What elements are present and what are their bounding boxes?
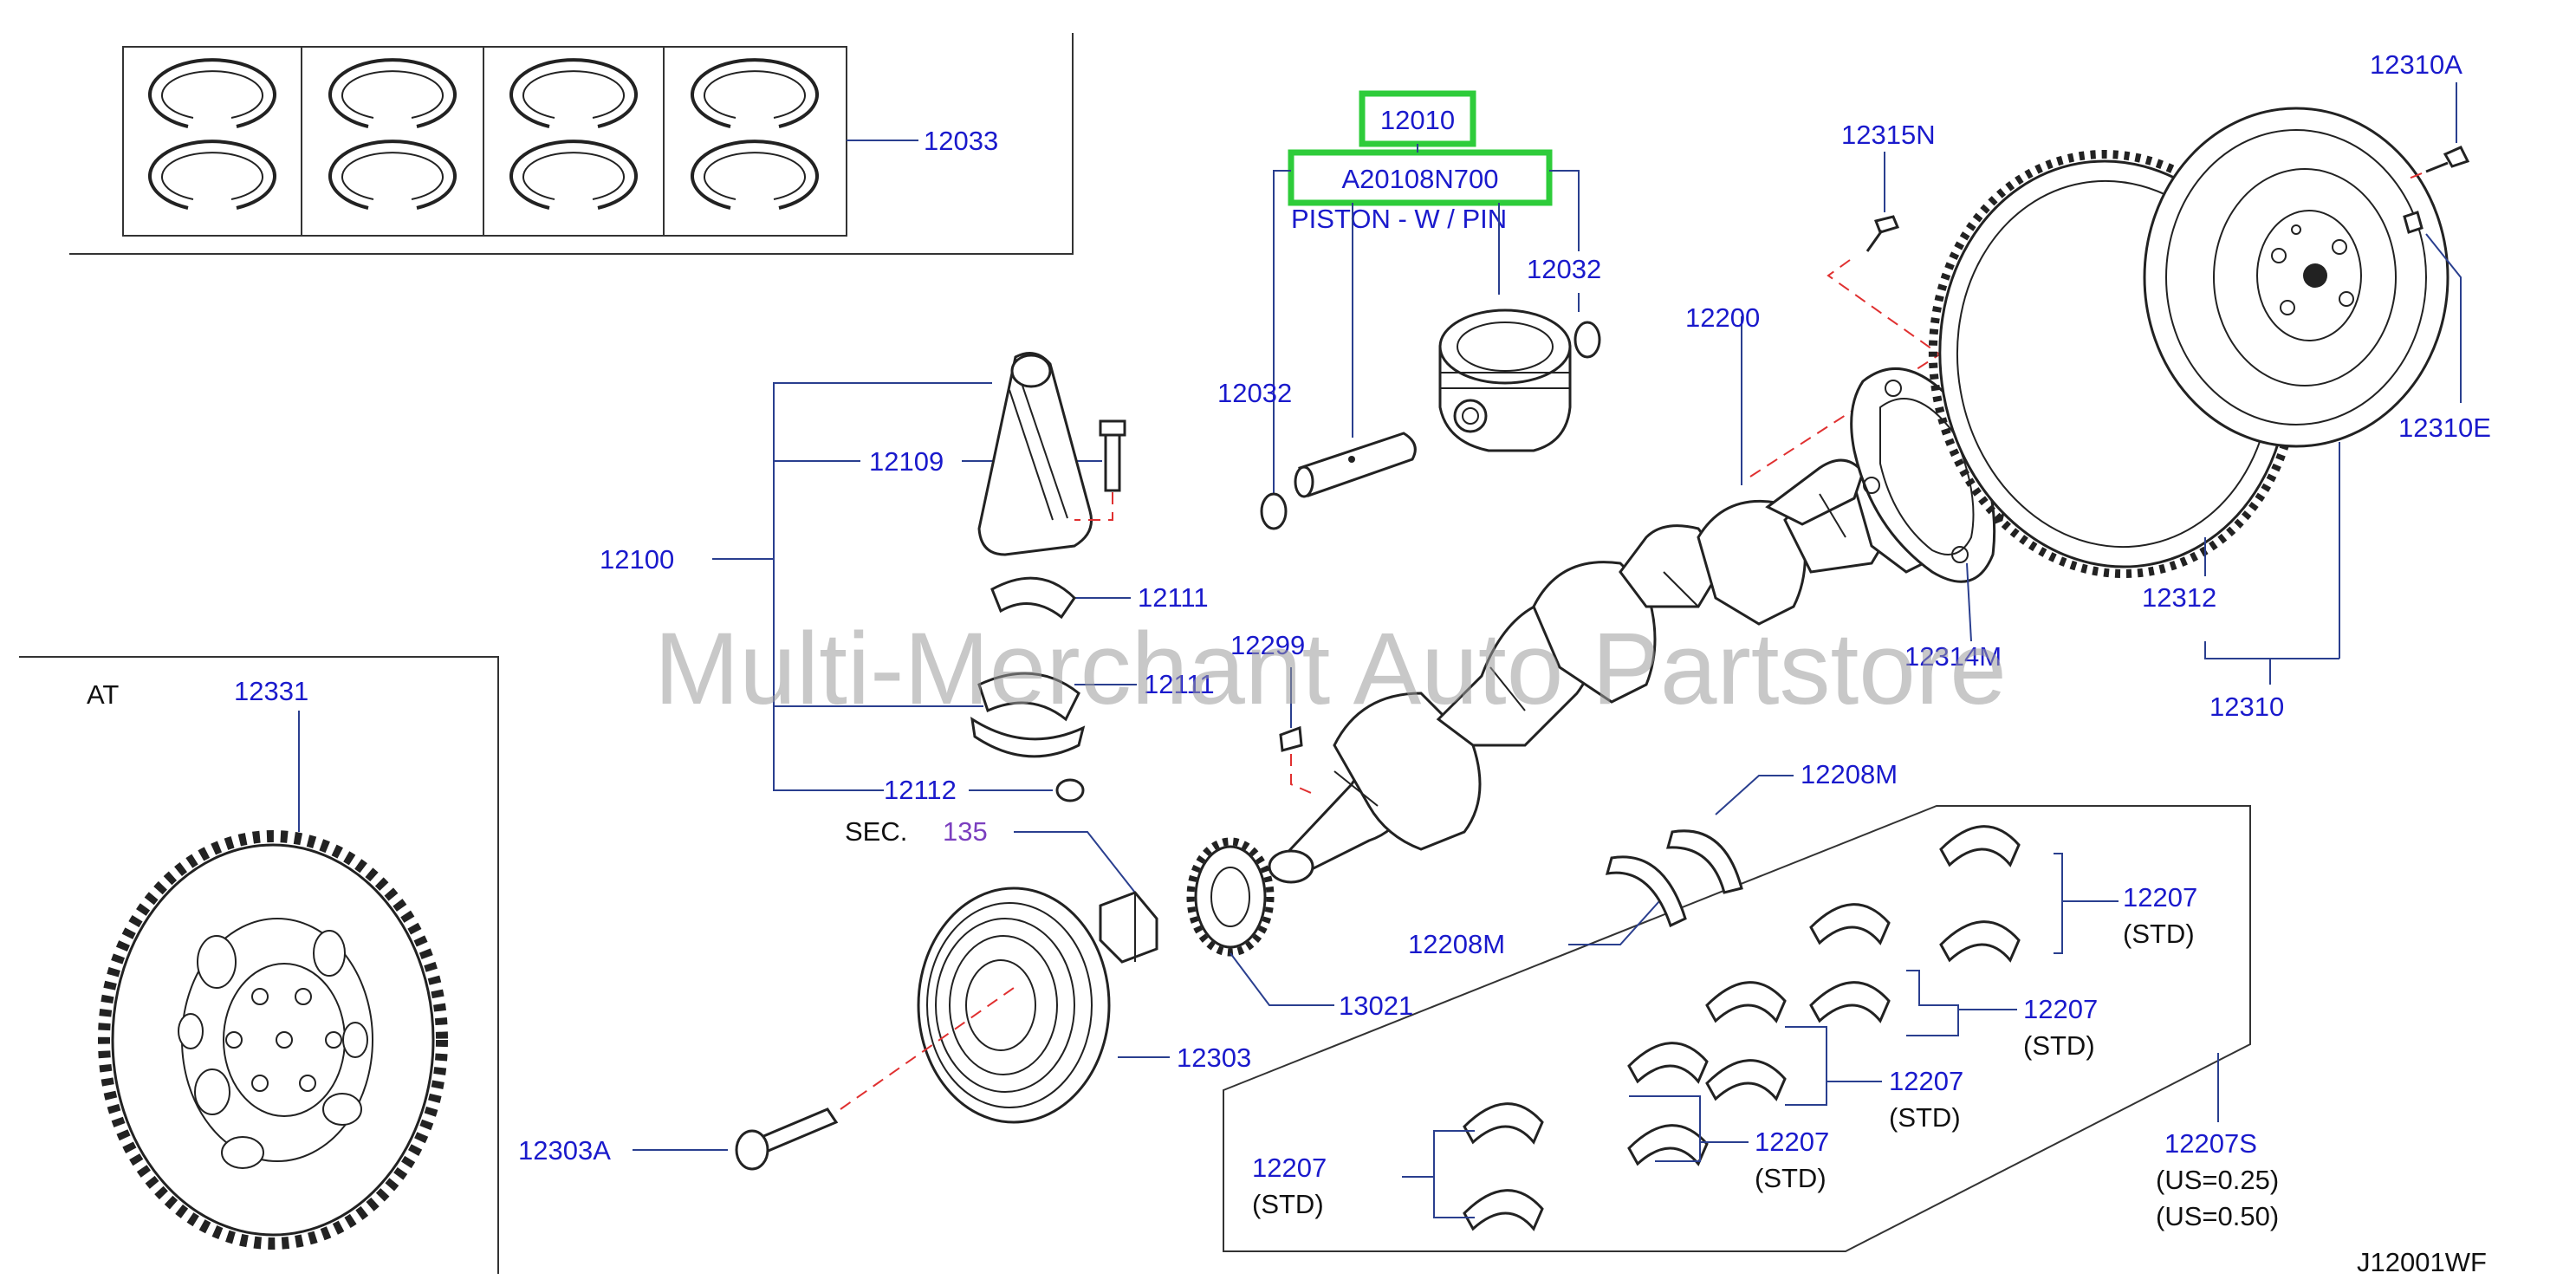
part-number-12010[interactable]: 12010 xyxy=(1380,105,1455,135)
watermark: Multi-Merchant Auto Partstore xyxy=(654,612,2007,726)
front-end-group: SEC. 135 13021 12303 12303A xyxy=(518,816,1413,1171)
label-12032-right[interactable]: 12032 xyxy=(1527,254,1601,284)
note-std-3: (STD) xyxy=(1889,1102,1961,1133)
main-bearings-group: 12208M 12208M 12207 (STD) 12207 (STD) 12… xyxy=(1223,759,2279,1252)
flywheel-fasteners: 12310A 12310E xyxy=(2370,49,2491,443)
label-12033[interactable]: 12033 xyxy=(924,126,998,156)
note-std-5: (STD) xyxy=(1252,1189,1324,1219)
bearing-shell xyxy=(1705,981,1787,1023)
note-std-2: (STD) xyxy=(2023,1030,2095,1061)
piston-ring xyxy=(328,58,457,128)
label-12200[interactable]: 12200 xyxy=(1685,302,1760,333)
label-12207-5[interactable]: 12207 xyxy=(1252,1153,1327,1183)
label-12207-2[interactable]: 12207 xyxy=(2023,994,2098,1024)
label-12299[interactable]: 12299 xyxy=(1230,630,1305,660)
label-12109[interactable]: 12109 xyxy=(869,446,944,477)
bearing-set-frame xyxy=(1223,805,2251,1252)
piston-ring xyxy=(509,58,638,128)
note-std-4: (STD) xyxy=(1755,1163,1827,1193)
plate-bolt-hole xyxy=(225,1031,243,1049)
drawing-code: J12001WF xyxy=(2357,1247,2487,1277)
label-12100[interactable]: 12100 xyxy=(600,544,674,575)
plate-hole xyxy=(221,1136,264,1169)
label-12207-3[interactable]: 12207 xyxy=(1889,1066,1963,1096)
piston-ring xyxy=(148,140,276,210)
label-12207s[interactable]: 12207S xyxy=(2164,1128,2257,1159)
label-12032-left[interactable]: 12032 xyxy=(1217,378,1292,408)
plate-hole xyxy=(322,1093,362,1126)
label-12303a[interactable]: 12303A xyxy=(518,1135,611,1166)
plate-bolt-hole xyxy=(276,1031,293,1049)
piston-ring xyxy=(509,140,638,210)
label-12112[interactable]: 12112 xyxy=(884,775,957,805)
label-13021[interactable]: 13021 xyxy=(1339,990,1413,1021)
label-12310[interactable]: 12310 xyxy=(2209,692,2284,722)
at-drive-plate-group: AT 12331 xyxy=(19,656,499,1274)
section-135-link[interactable]: 135 xyxy=(943,816,988,847)
plate-hole xyxy=(178,1013,204,1049)
note-std-1: (STD) xyxy=(2123,919,2195,949)
label-12111-upper[interactable]: 12111 xyxy=(1138,582,1209,613)
plate-hole xyxy=(197,935,237,989)
section-prefix: SEC. xyxy=(845,816,907,847)
bearing-shell xyxy=(1705,1059,1787,1101)
at-label: AT xyxy=(87,679,119,710)
label-12207-4[interactable]: 12207 xyxy=(1755,1127,1829,1157)
plate-hole xyxy=(313,930,346,977)
label-12208m-lower[interactable]: 12208M xyxy=(1408,929,1505,959)
plate-hole xyxy=(342,1022,368,1058)
bearing-shell xyxy=(1627,1124,1709,1166)
note-us-050: (US=0.50) xyxy=(2156,1201,2279,1231)
piston-ring xyxy=(691,58,819,128)
plate-bolt-hole xyxy=(251,988,269,1005)
piston-ring xyxy=(691,140,819,210)
label-12310a[interactable]: 12310A xyxy=(2370,49,2462,80)
label-12208m-upper[interactable]: 12208M xyxy=(1801,759,1898,789)
con-rod-group: 12100 12109 12112 12111 12111 xyxy=(600,352,1215,805)
label-12314m[interactable]: 12314M xyxy=(1904,641,2002,672)
bearing-shell xyxy=(1939,825,2021,867)
plate-bolt-hole xyxy=(325,1031,342,1049)
bearing-shell xyxy=(1463,1102,1544,1145)
plate-bolt-hole xyxy=(295,988,312,1005)
highlight-box-oem-no xyxy=(1288,149,1553,206)
label-12315n[interactable]: 12315N xyxy=(1841,120,1936,150)
piston-ring xyxy=(328,140,457,210)
bearing-shell xyxy=(1809,981,1891,1023)
label-12310e[interactable]: 12310E xyxy=(2398,412,2491,443)
label-12331[interactable]: 12331 xyxy=(234,676,308,706)
label-12111-lower[interactable]: 12111 xyxy=(1144,669,1215,699)
crank-key: 12299 xyxy=(1230,630,1318,796)
plate-bolt-hole xyxy=(299,1075,316,1092)
note-us-025: (US=0.25) xyxy=(2156,1165,2279,1195)
ring-set-group: 12033 xyxy=(69,33,1074,255)
piston-callout: 12010 A20108N700 PISTON - W / PIN 12032 … xyxy=(1217,90,1601,507)
piston-drawing xyxy=(1260,309,1601,530)
bearing-shell xyxy=(1939,920,2021,963)
bearing-shell xyxy=(1463,1189,1544,1231)
bearing-shell xyxy=(1809,903,1891,945)
plate-bolt: 12315N xyxy=(1827,120,1942,356)
label-12207-1[interactable]: 12207 xyxy=(2123,882,2197,913)
label-12312[interactable]: 12312 xyxy=(2142,582,2216,613)
label-12303[interactable]: 12303 xyxy=(1177,1042,1251,1073)
flywheel: 12310 xyxy=(2143,107,2449,722)
plate-bolt-hole xyxy=(251,1075,269,1092)
bearing-shell xyxy=(1627,1042,1709,1084)
piston-name: PISTON - W / PIN xyxy=(1291,204,1507,234)
oem-number[interactable]: A20108N700 xyxy=(1342,164,1499,194)
plate-hole xyxy=(194,1068,230,1115)
piston-ring xyxy=(148,58,276,128)
